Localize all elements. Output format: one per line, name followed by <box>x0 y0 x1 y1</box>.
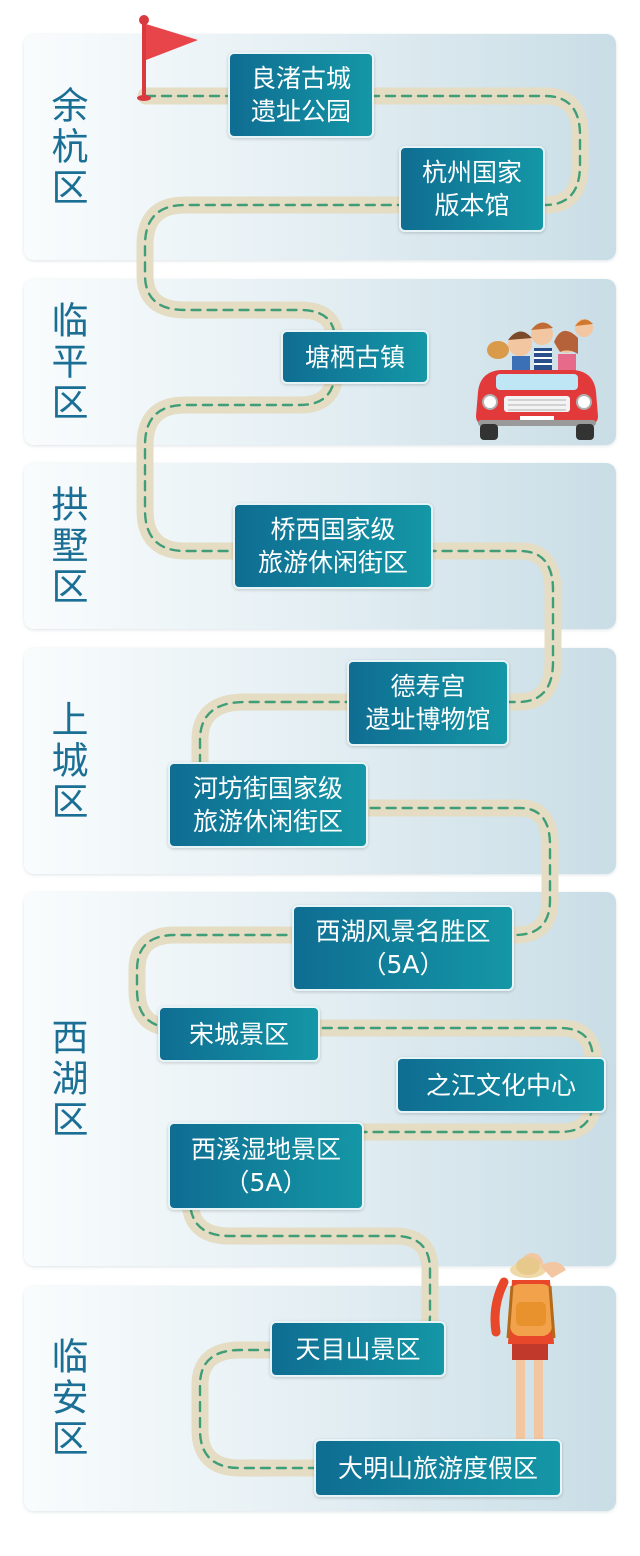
attraction-line: 德寿宫 <box>390 672 466 701</box>
attraction-line: 塘栖古镇 <box>304 342 405 372</box>
attraction-line: （5A） <box>224 1168 308 1197</box>
district-name: 临平区 <box>45 300 88 424</box>
attraction-songcheng: 宋城景区 <box>158 1006 320 1062</box>
attraction-line: 版本馆 <box>434 191 510 220</box>
district-label-gongshu: 拱墅区 <box>24 463 108 629</box>
attraction-line: 杭州国家 <box>421 158 522 187</box>
attraction-line: 宋城景区 <box>188 1019 289 1049</box>
attraction-line: 桥西国家级 <box>270 515 396 544</box>
attraction-line: 旅游休闲街区 <box>192 807 343 836</box>
attraction-line: 河坊街国家级 <box>192 774 343 803</box>
district-label-linan: 临安区 <box>24 1286 108 1511</box>
attraction-line: 良渚古城 <box>250 64 351 93</box>
district-name: 拱墅区 <box>45 484 88 608</box>
attraction-line: 之江文化中心 <box>425 1070 576 1100</box>
district-label-yuhang: 余杭区 <box>24 34 108 260</box>
car-family-icon <box>476 319 598 440</box>
attraction-hefangjie: 河坊街国家级 旅游休闲街区 <box>168 762 368 848</box>
attraction-damingshan: 大明山旅游度假区 <box>314 1439 562 1497</box>
attraction-line: 旅游休闲街区 <box>257 548 408 577</box>
backpacker-icon <box>490 1253 566 1448</box>
attraction-xihu-scenic: 西湖风景名胜区 （5A） <box>292 905 514 991</box>
attraction-zhijiang: 之江文化中心 <box>396 1057 606 1113</box>
flag-icon <box>137 15 198 101</box>
attraction-line: 大明山旅游度假区 <box>337 1453 538 1483</box>
district-label-shangcheng: 上城区 <box>24 648 108 874</box>
district-label-linping: 临平区 <box>24 279 108 445</box>
district-name: 西湖区 <box>45 1017 88 1141</box>
attraction-banben: 杭州国家 版本馆 <box>399 146 545 232</box>
district-name: 临安区 <box>45 1337 88 1460</box>
attraction-line: 天目山景区 <box>295 1334 421 1364</box>
attraction-line: 西湖风景名胜区 <box>315 917 491 946</box>
attraction-tangqi: 塘栖古镇 <box>281 330 429 384</box>
district-label-xihu: 西湖区 <box>24 892 108 1266</box>
attraction-line: 遗址公园 <box>250 97 351 126</box>
attraction-tianmushan: 天目山景区 <box>270 1321 446 1377</box>
attraction-xixi: 西溪湿地景区 （5A） <box>168 1122 364 1210</box>
district-name: 余杭区 <box>45 85 88 209</box>
attraction-line: （5A） <box>361 950 445 979</box>
attraction-qiaoxi: 桥西国家级 旅游休闲街区 <box>233 503 433 589</box>
attraction-liangzhu: 良渚古城 遗址公园 <box>228 52 374 138</box>
district-name: 上城区 <box>45 699 88 823</box>
attraction-line: 西溪湿地景区 <box>190 1135 341 1164</box>
attraction-deshougong: 德寿宫 遗址博物馆 <box>347 660 509 746</box>
attraction-line: 遗址博物馆 <box>365 705 491 734</box>
